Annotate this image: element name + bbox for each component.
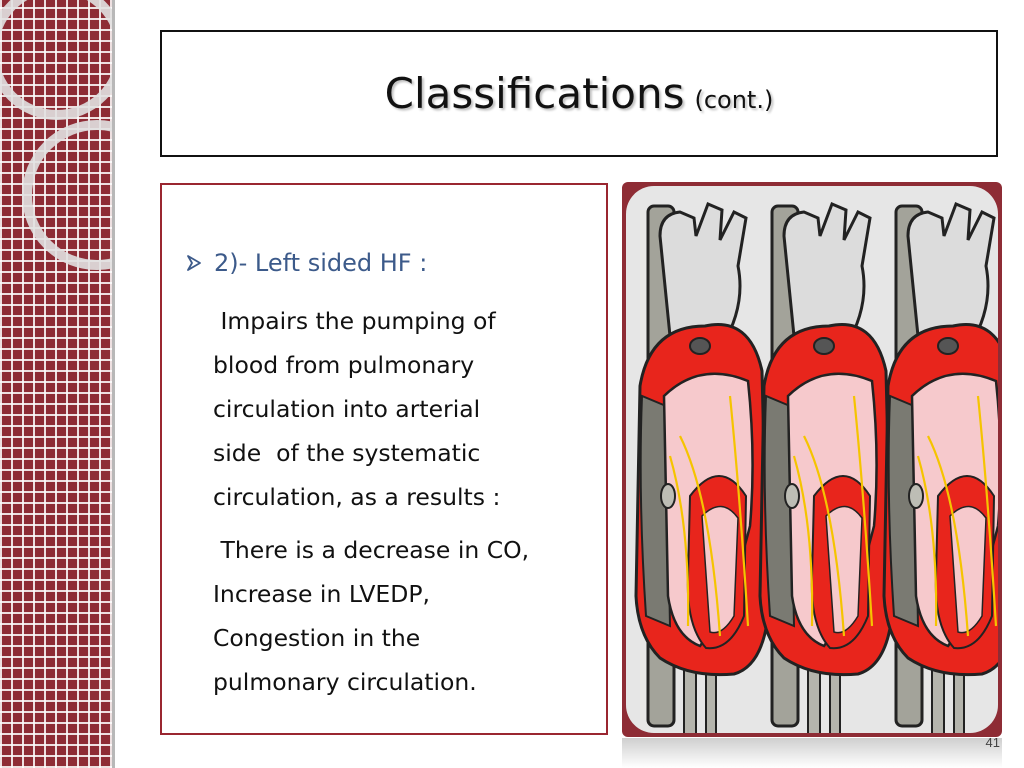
side-panel-edge: [112, 0, 115, 768]
side-grid-panel: [0, 0, 112, 768]
title-box: Classifications (cont.): [160, 30, 998, 157]
decorative-ring: [22, 120, 112, 270]
decorative-ring: [0, 0, 112, 120]
content-box: 2)- Left sided HF : Impairs the pumping …: [160, 183, 608, 735]
bullet-text: 2)- Left sided HF :: [214, 249, 428, 277]
title-text: Classifications: [384, 69, 685, 118]
image-reflection: [622, 738, 1002, 768]
slide-number: 41: [985, 735, 1000, 750]
bullet-item: 2)- Left sided HF :: [184, 249, 427, 277]
arrow-bullet-icon: [187, 255, 201, 271]
paragraph-description: Impairs the pumping of blood from pulmon…: [213, 307, 501, 511]
slide-title: Classifications (cont.): [385, 69, 774, 118]
heart-image-panel: [622, 182, 1002, 737]
heart-anatomy-illustration: [634, 202, 998, 733]
title-suffix: (cont.): [694, 86, 774, 114]
paragraph-consequences: There is a decrease in CO, Increase in L…: [213, 536, 530, 696]
